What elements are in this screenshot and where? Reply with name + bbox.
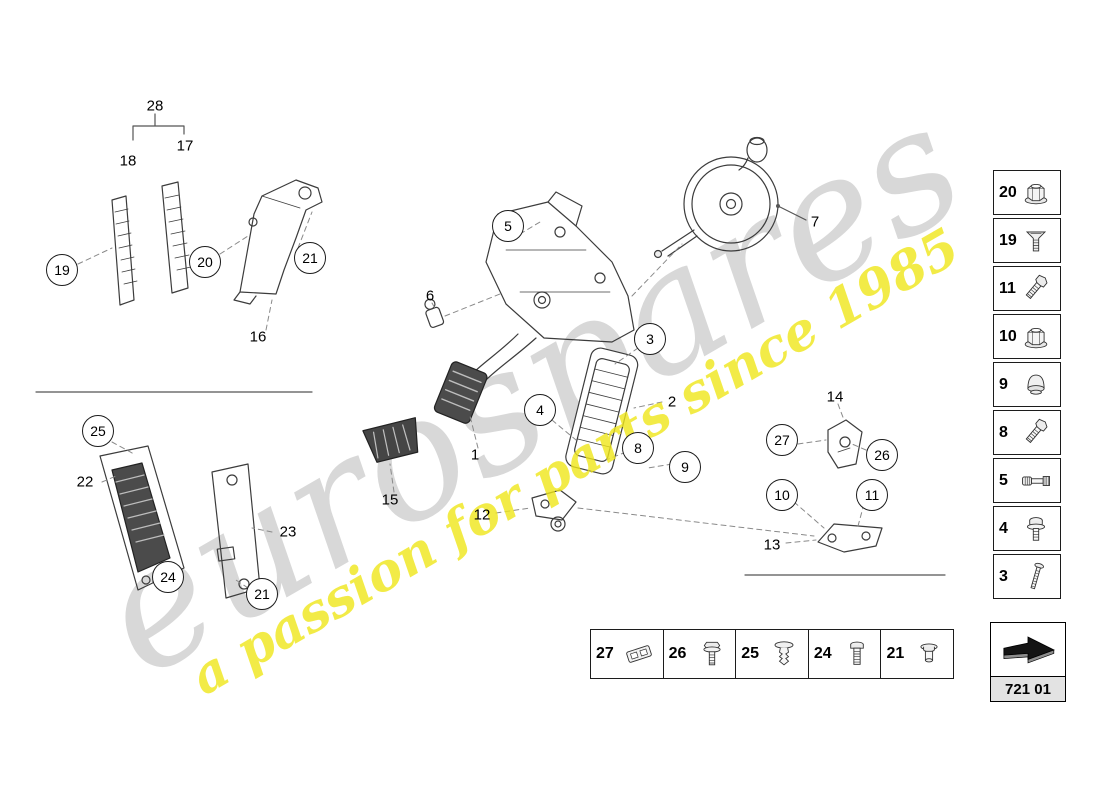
legend-number: 24 [813, 645, 832, 662]
legend-number: 4 [999, 519, 1008, 537]
callout-27[interactable]: 27 [766, 424, 798, 456]
callout-19[interactable]: 19 [46, 254, 78, 286]
legend-number: 26 [668, 645, 687, 662]
legend-item-26[interactable]: 26 [662, 629, 737, 679]
callout-23[interactable]: 23 [279, 523, 297, 541]
bracket-13 [817, 523, 883, 553]
threaded-stud-icon [1017, 462, 1055, 500]
bolt-icon [693, 635, 731, 673]
legend-item-11[interactable]: 11 [993, 266, 1061, 311]
legend-number: 9 [999, 375, 1008, 393]
rivet-icon [910, 635, 948, 673]
callout-5[interactable]: 5 [492, 210, 524, 242]
callout-14[interactable]: 14 [826, 388, 844, 406]
legend-number: 19 [999, 231, 1017, 249]
flange-nut-icon [1017, 318, 1055, 356]
callout-21-2[interactable]: 21 [246, 578, 278, 610]
leader-line-7 [777, 205, 807, 221]
legend-item-9[interactable]: 9 [993, 362, 1061, 407]
callout-1[interactable]: 1 [470, 446, 480, 464]
sensor-6 [424, 298, 445, 329]
fastener-legend-right: 20 19 11 10 9 8 5 4 3 [993, 170, 1061, 599]
legend-item-20[interactable]: 20 [993, 170, 1061, 215]
callout-28[interactable]: 28 [146, 97, 164, 115]
brake-pedal [433, 333, 537, 424]
callout-7[interactable]: 7 [810, 213, 820, 231]
clip-icon [620, 635, 658, 673]
hex-bolt-icon [1017, 414, 1055, 452]
legend-item-27[interactable]: 27 [590, 629, 664, 679]
legend-item-5[interactable]: 5 [993, 458, 1061, 503]
hex-bolt-icon [1017, 270, 1055, 308]
trim-strip-18 [111, 195, 138, 306]
callout-8[interactable]: 8 [622, 432, 654, 464]
callout-26[interactable]: 26 [866, 439, 898, 471]
callout-18[interactable]: 18 [119, 152, 137, 170]
countersunk-screw-icon [1017, 222, 1055, 260]
callout-10[interactable]: 10 [766, 479, 798, 511]
callout-12[interactable]: 12 [473, 506, 491, 524]
legend-number: 21 [886, 645, 905, 662]
legend-item-25[interactable]: 25 [735, 629, 810, 679]
pan-head-screw-icon [838, 635, 876, 673]
legend-item-10[interactable]: 10 [993, 314, 1061, 359]
legend-number: 8 [999, 423, 1008, 441]
callout-9[interactable]: 9 [669, 451, 701, 483]
legend-number: 27 [596, 645, 614, 662]
callout-17[interactable]: 17 [176, 137, 194, 155]
support-bracket-16 [233, 179, 323, 305]
legend-item-4[interactable]: 4 [993, 506, 1061, 551]
callout-13[interactable]: 13 [763, 536, 781, 554]
callout-21[interactable]: 21 [294, 242, 326, 274]
flange-nut-icon [1017, 174, 1055, 212]
callout-22[interactable]: 22 [76, 473, 94, 491]
trim-strip-17 [161, 181, 192, 294]
diagram-code: 721 01 [991, 676, 1065, 701]
fastener-legend-bottom: 27 26 25 24 21 [590, 629, 955, 679]
callout-4[interactable]: 4 [524, 394, 556, 426]
screw-washer-icon [1017, 510, 1055, 548]
diagram-code-box[interactable]: 721 01 [990, 622, 1066, 702]
legend-item-24[interactable]: 24 [807, 629, 882, 679]
callout-15[interactable]: 15 [381, 491, 399, 509]
callout-11[interactable]: 11 [856, 479, 888, 511]
legend-item-19[interactable]: 19 [993, 218, 1061, 263]
group-bracket-28 [132, 113, 185, 141]
bracket-14 [827, 419, 863, 469]
legend-item-3[interactable]: 3 [993, 554, 1061, 599]
cap-plug-icon [1017, 366, 1055, 404]
legend-number: 11 [999, 279, 1016, 297]
accelerator-pedal [565, 347, 639, 475]
expansion-rivet-icon [765, 635, 803, 673]
legend-number: 10 [999, 327, 1017, 345]
leader-dot-7 [776, 204, 780, 208]
pedal-cap-15 [362, 417, 419, 463]
callout-24[interactable]: 24 [152, 561, 184, 593]
callout-2[interactable]: 2 [667, 393, 677, 411]
accel-module-22 [99, 445, 185, 591]
leader-lines [77, 211, 867, 589]
callout-25[interactable]: 25 [82, 415, 114, 447]
mount-12 [531, 489, 577, 532]
callout-3[interactable]: 3 [634, 323, 666, 355]
callout-20[interactable]: 20 [189, 246, 221, 278]
callout-16[interactable]: 16 [249, 328, 267, 346]
legend-item-8[interactable]: 8 [993, 410, 1061, 455]
long-screw-icon [1017, 558, 1055, 596]
callout-6[interactable]: 6 [425, 287, 435, 305]
legend-number: 20 [999, 183, 1017, 201]
legend-number: 3 [999, 567, 1008, 585]
legend-number: 5 [999, 471, 1008, 489]
pedal-bracket [485, 191, 635, 343]
direction-arrow-icon [991, 623, 1065, 676]
legend-number: 25 [741, 645, 760, 662]
legend-item-21[interactable]: 21 [880, 629, 955, 679]
